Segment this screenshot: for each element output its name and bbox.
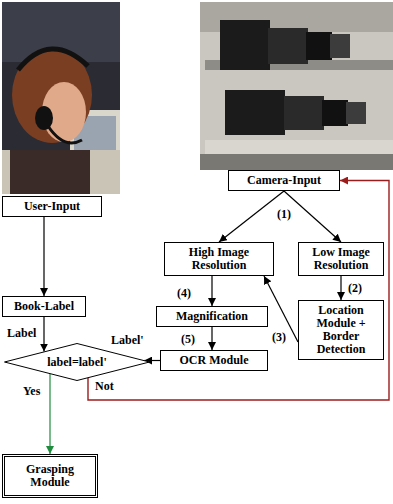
process-box: Location Module + Border Detection [298,300,384,360]
edge-label: (3) [271,330,287,344]
flow-arrow [284,191,341,242]
node-text: label=label' [47,356,107,369]
camera-photo [200,2,393,170]
flow-arrow [88,181,389,401]
node-text: High Image Resolution [169,246,269,272]
process-box: User-Input [2,196,102,217]
process-box: Magnification [156,306,268,327]
edge-label: Label [6,326,37,340]
flow-arrow [49,374,50,454]
edge-label: Yes [22,384,41,398]
process-box: Camera-Input [228,170,340,191]
process-box: OCR Module [160,350,268,371]
flow-arrow [43,317,44,352]
process-box: Low Image Resolution [298,242,384,276]
flow-arrow [43,217,44,296]
node-text: Low Image Resolution [303,246,379,272]
node-text: Book-Label [7,300,81,313]
edge-label: (5) [180,332,196,346]
edge-label: (2) [347,281,363,295]
callout-number: (1) [276,207,292,221]
edge-label: (4) [176,286,192,300]
flow-arrow [340,276,341,300]
edge-label: Label' [110,333,145,347]
edge-label: Not [94,379,115,393]
flow-arrow [211,327,212,350]
flow-arrow [211,276,212,306]
node-text: OCR Module [165,354,263,367]
process-box: Book-Label [2,296,86,317]
node-text: Grasping Module [9,463,91,489]
user-photo [2,2,120,194]
flow-arrow [219,191,284,242]
terminal-box: Grasping Module [2,454,98,498]
process-box: High Image Resolution [164,242,274,276]
decision-diamond: label=label' [4,343,150,381]
node-text: User-Input [7,200,97,213]
node-text: Magnification [161,310,263,323]
node-text: Camera-Input [233,174,335,187]
node-text: Location Module + Border Detection [303,304,379,356]
